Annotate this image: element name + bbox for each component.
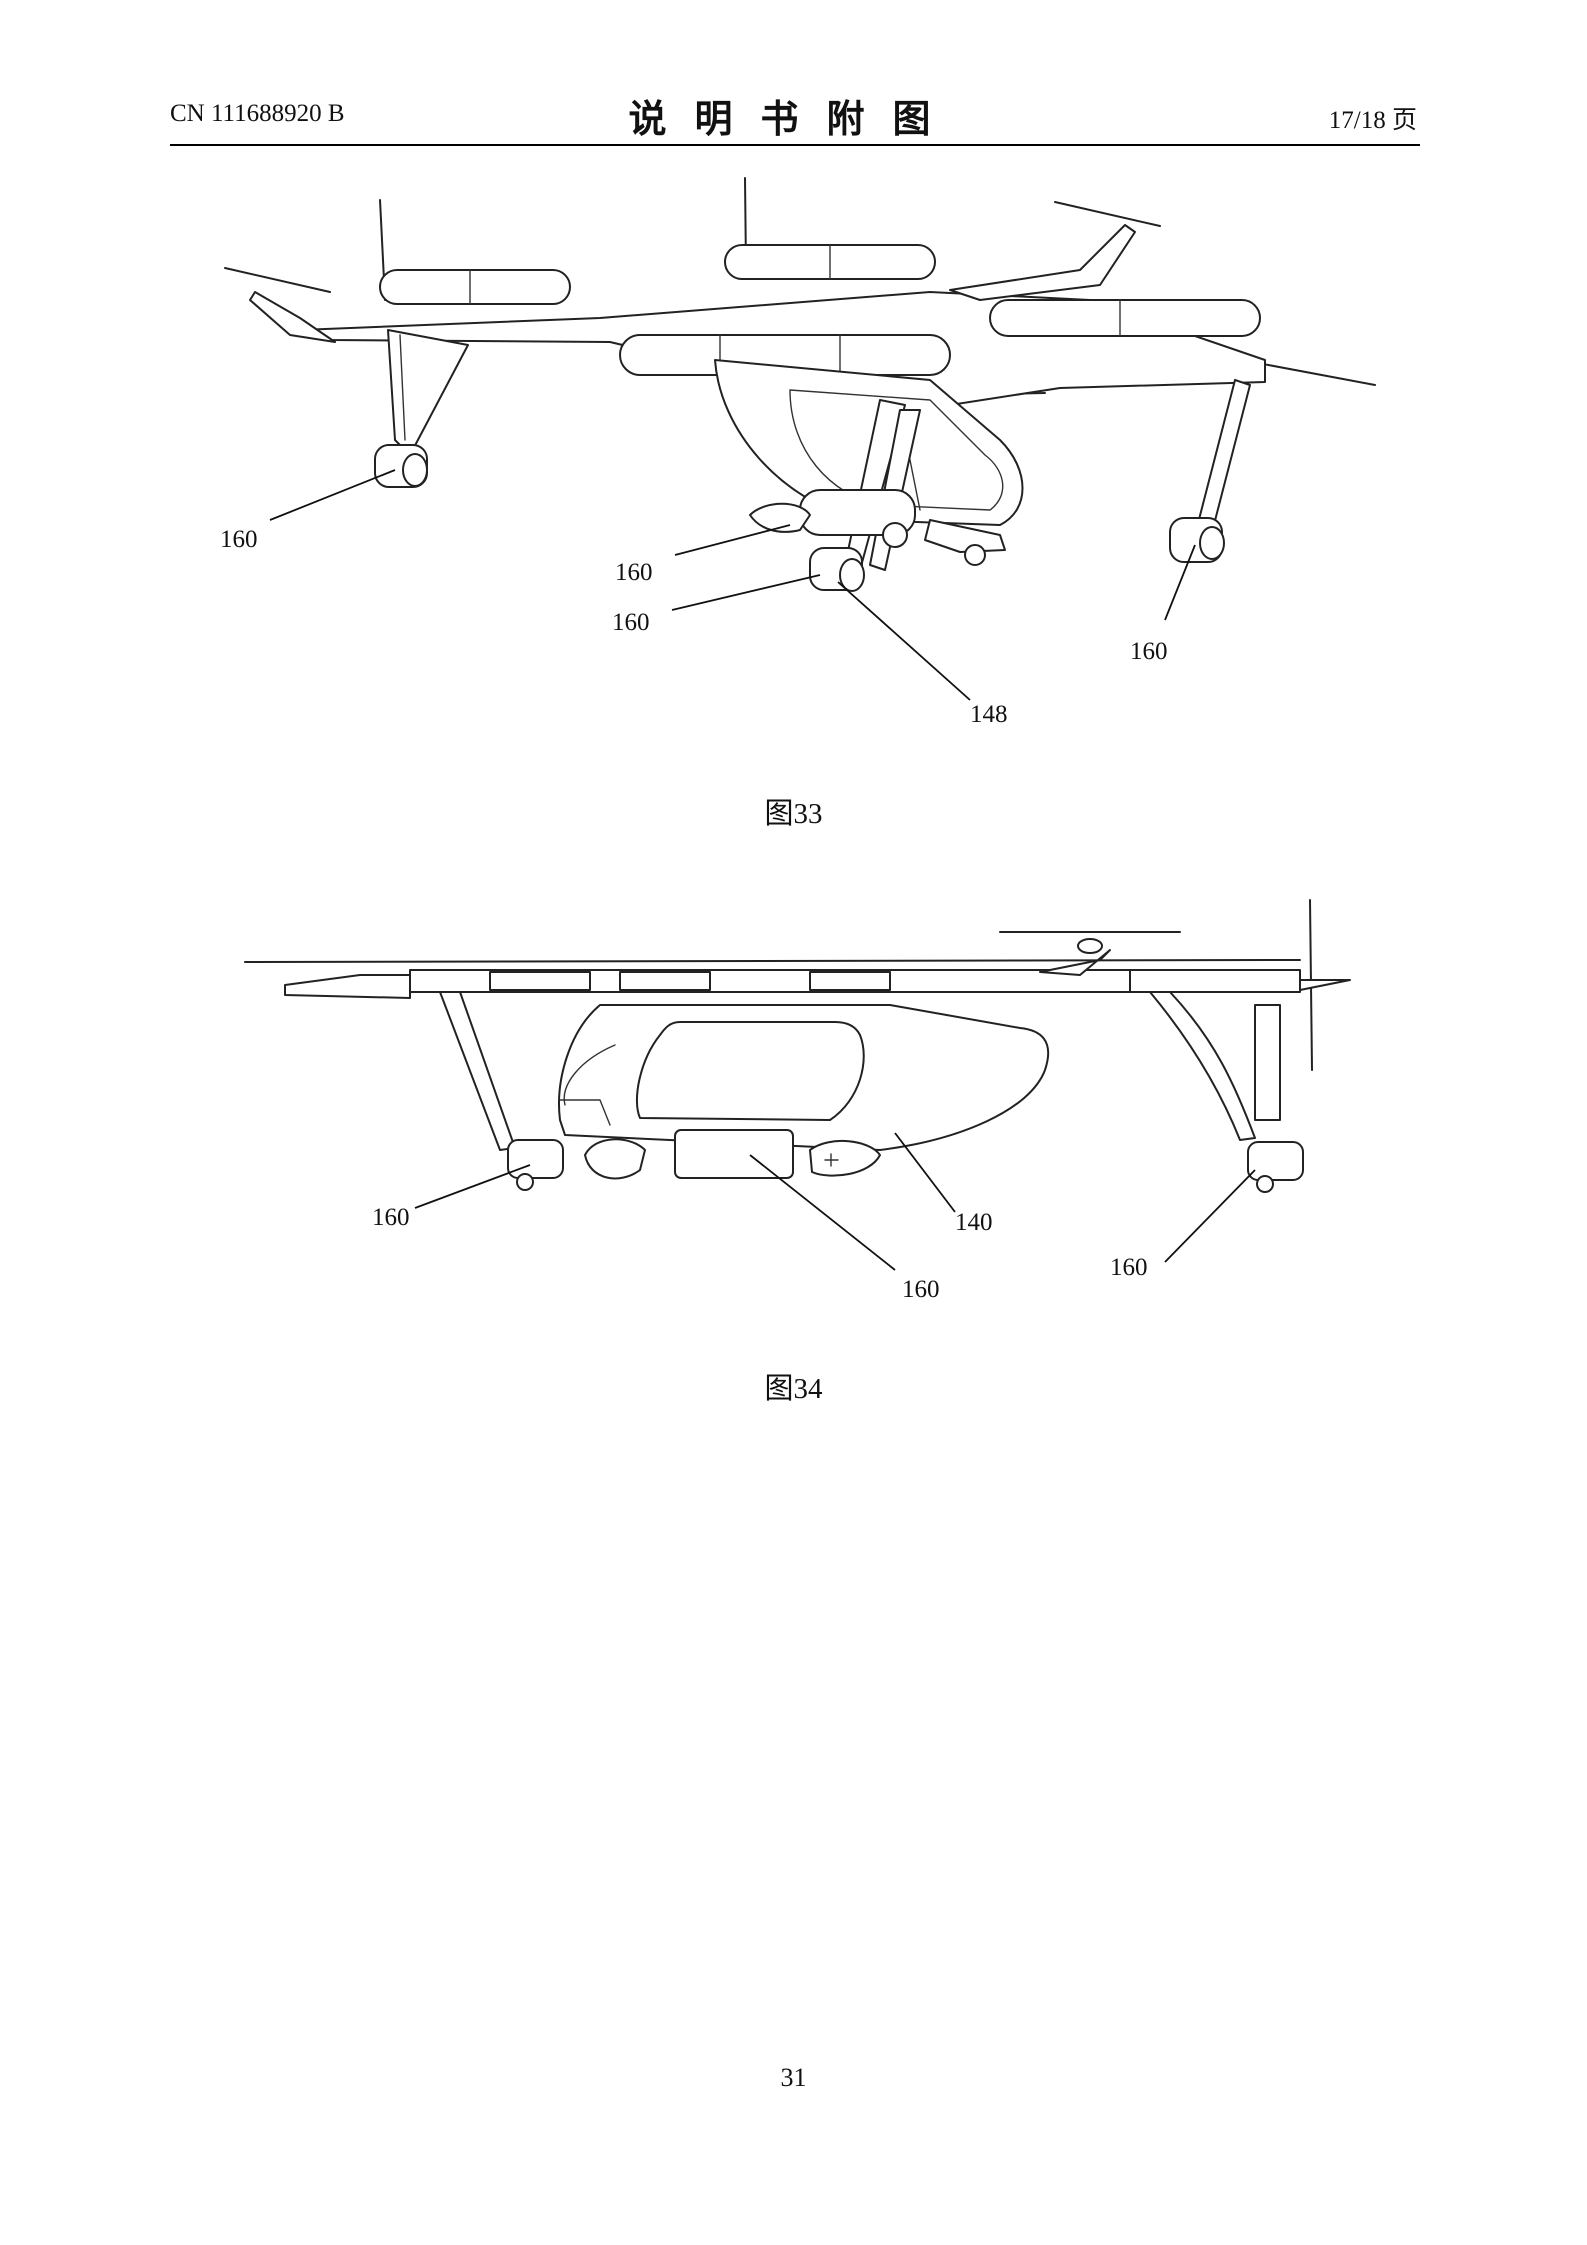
figure-34-drawing: 160 140 160 160	[244, 899, 1351, 1303]
page-number: 31	[780, 2063, 807, 2092]
document-number: CN 111688920 B	[170, 100, 345, 127]
leader-lines	[269, 469, 1196, 701]
page-title: 说明书附图	[628, 99, 959, 141]
page-info: 17/18 页	[1328, 107, 1417, 134]
leader-lines-side	[414, 1132, 1256, 1271]
callout-160-center: 160	[612, 609, 650, 636]
callout-148: 148	[970, 701, 1008, 728]
callout-160-right: 160	[1130, 638, 1168, 665]
wing-assembly	[244, 899, 1351, 1071]
callout-140: 140	[955, 1209, 993, 1236]
wheel-pods-side	[507, 1139, 1304, 1193]
cabin-window-side	[636, 1021, 865, 1121]
figure-33-drawing: 160 160 160 148 160	[220, 177, 1376, 728]
callout-160-battery: 160	[902, 1276, 940, 1303]
figure-33-caption: 图33	[764, 798, 823, 830]
landing-struts-side	[439, 991, 1281, 1151]
battery-packs-side	[584, 1129, 881, 1180]
callout-160-right-wheel: 160	[1110, 1254, 1148, 1281]
figure-34-caption: 图34	[764, 1373, 823, 1405]
callout-160-left: 160	[220, 526, 258, 553]
wing-nacelles	[379, 244, 1261, 376]
battery-packs	[749, 489, 1006, 566]
wheel-pods	[374, 444, 1225, 592]
callout-160-battery: 160	[615, 559, 653, 586]
callout-160-left-wheel: 160	[372, 1204, 410, 1231]
right-rear-boom	[949, 224, 1136, 301]
header-rule	[170, 144, 1420, 146]
left-outer-boom	[249, 291, 336, 343]
